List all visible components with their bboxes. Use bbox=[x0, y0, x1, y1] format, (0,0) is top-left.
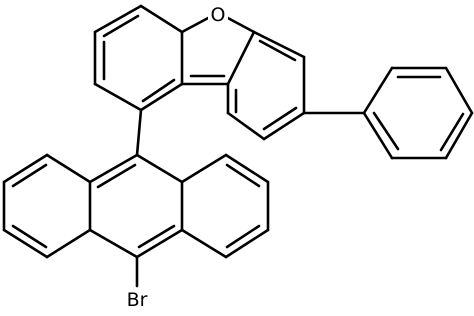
bond bbox=[180, 15, 212, 34]
dibenzofuran-left-ring bbox=[93, 4, 184, 112]
double-bond-inner bbox=[258, 39, 297, 62]
double-bond-inner bbox=[372, 111, 400, 151]
bond bbox=[252, 30, 306, 59]
bond bbox=[45, 153, 92, 184]
bond bbox=[444, 111, 474, 160]
bond bbox=[2, 228, 49, 259]
bond bbox=[139, 82, 184, 112]
double-bond-inner bbox=[225, 163, 261, 188]
bond bbox=[224, 228, 270, 259]
anthracene-right-ring bbox=[180, 153, 270, 259]
anthracene-central-ring bbox=[88, 153, 184, 259]
oxygen-atom-label: O bbox=[211, 4, 226, 26]
bond bbox=[362, 111, 394, 160]
double-bond-inner bbox=[439, 112, 465, 152]
bond bbox=[88, 153, 139, 184]
bond bbox=[93, 82, 143, 112]
oxygen-label-mask bbox=[208, 2, 228, 26]
double-bond-inner bbox=[11, 224, 48, 249]
bond bbox=[226, 30, 256, 86]
double-bond-inner bbox=[102, 14, 140, 38]
double-bond-inner bbox=[11, 163, 48, 188]
bond bbox=[226, 111, 266, 141]
bond bbox=[45, 228, 92, 259]
anthracene-left-ring bbox=[2, 153, 92, 259]
bond bbox=[180, 228, 228, 259]
bond bbox=[2, 153, 49, 184]
bond bbox=[88, 228, 139, 259]
bond bbox=[224, 153, 270, 184]
dibenzofuran-right-ring bbox=[226, 30, 306, 141]
dibenzofuran-furan-ring bbox=[180, 15, 256, 86]
bond bbox=[135, 153, 184, 184]
double-bond-inner bbox=[262, 106, 298, 131]
double-bond-inner bbox=[225, 224, 261, 249]
bond bbox=[362, 66, 394, 115]
biaryl-bond bbox=[135, 108, 143, 157]
bond bbox=[180, 153, 228, 184]
bond bbox=[444, 66, 474, 115]
phenyl-ring bbox=[302, 66, 474, 160]
double-bond-inner bbox=[96, 163, 137, 189]
bromine-atom-label: Br bbox=[127, 289, 148, 311]
double-bond-inner bbox=[141, 78, 176, 103]
bond bbox=[93, 4, 143, 34]
bond bbox=[262, 111, 306, 141]
bond bbox=[224, 15, 256, 34]
bond bbox=[135, 228, 184, 259]
bond bbox=[139, 4, 184, 34]
double-bond-inner bbox=[137, 224, 176, 249]
